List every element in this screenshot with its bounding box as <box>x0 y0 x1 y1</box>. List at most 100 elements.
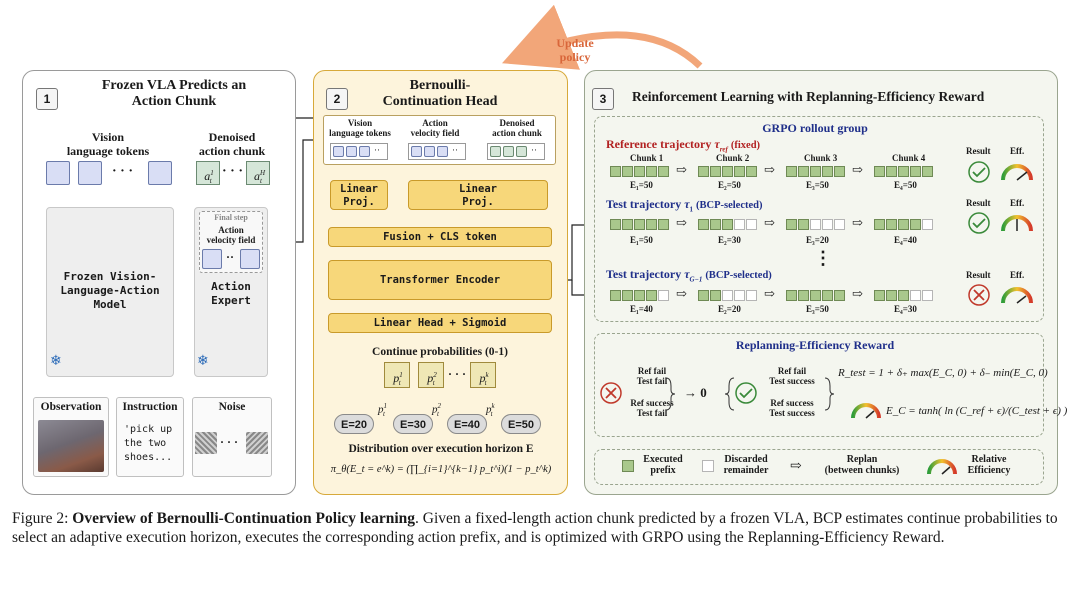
replan-arrow-icon: ⇨ <box>676 162 687 177</box>
test1-e3: E₃=20 <box>806 235 829 245</box>
input-token <box>359 146 370 157</box>
executed-prefix-cell <box>886 219 897 230</box>
ref-e1: E₁=50 <box>630 180 653 190</box>
prob-p1: p1t <box>384 362 410 388</box>
curly-brace <box>824 377 835 411</box>
executed-prefix-cell <box>786 166 797 177</box>
vision-tokens-ellipsis: · · · <box>112 164 134 179</box>
legend-discarded-label: Discarded remainder <box>723 454 769 476</box>
noise-image <box>195 432 217 454</box>
executed-prefix-cell <box>898 290 909 301</box>
velocity-token <box>202 249 222 269</box>
curly-brace <box>724 377 735 411</box>
executed-prefix-cell <box>886 166 897 177</box>
test1-trajectory-label: Test trajectory τ1 (BCP-selected) <box>606 197 763 214</box>
discarded-remainder-cell <box>746 219 757 230</box>
input-token <box>437 146 448 157</box>
discarded-remainder-cell <box>822 219 833 230</box>
cross-icon <box>968 284 990 306</box>
update-policy-arrow <box>501 4 703 70</box>
trajectory-dots: ⋮ <box>814 248 832 268</box>
horizon-node-e30: E=30 <box>393 414 433 434</box>
ref-success-test-fail: Ref success Test fail <box>630 398 674 418</box>
test1-e4: E₄=40 <box>894 235 917 245</box>
input-token-row <box>408 143 466 160</box>
legend-executed-swatch <box>622 460 634 472</box>
executed-prefix-cell <box>646 290 657 301</box>
action-velocity-label: Action velocity field <box>206 225 256 245</box>
legend-executed-label: Executed prefix <box>643 454 683 476</box>
ref-e2: E₂=50 <box>718 180 741 190</box>
horizon-node-e20: E=20 <box>334 414 374 434</box>
replan-arrow-icon: ⇨ <box>852 286 863 301</box>
discarded-remainder-cell <box>658 290 669 301</box>
input-token-ellipsis: ·· <box>452 145 458 155</box>
noise-label: Noise <box>218 401 246 413</box>
executed-prefix-cell <box>898 219 909 230</box>
input-token-ellipsis: ·· <box>531 145 537 155</box>
replan-arrow-icon: ⇨ <box>764 162 775 177</box>
action-token-first: a1t <box>196 161 220 185</box>
executed-prefix-cell <box>610 166 621 177</box>
observation-label: Observation <box>40 401 102 413</box>
replan-arrow-icon: ⇨ <box>790 459 802 474</box>
horizon-node-e50: E=50 <box>501 414 541 434</box>
replan-arrow-icon: ⇨ <box>676 215 687 230</box>
executed-prefix-cell <box>786 219 797 230</box>
input-denoised-label: Denoised action chunk <box>492 118 542 138</box>
testG-e4: E₄=30 <box>894 304 917 314</box>
panel2-number: 2 <box>326 88 348 110</box>
executed-prefix-cell <box>886 290 897 301</box>
executed-prefix-cell <box>798 166 809 177</box>
executed-prefix-cell <box>834 290 845 301</box>
distribution-label: Distribution over execution horizon E <box>348 443 534 455</box>
figure-caption: Figure 2: Overview of Bernoulli-Continua… <box>12 510 1058 546</box>
gauge-icon <box>1001 164 1033 181</box>
velocity-token <box>240 249 260 269</box>
reward-formula: R_test = 1 + δ₊ max(E_C, 0) + δ₋ min(E_C… <box>838 367 1048 379</box>
vision-tokens-label: Vision language tokens <box>66 130 150 158</box>
discarded-remainder-cell <box>722 290 733 301</box>
zero-reward: → 0 <box>684 385 707 400</box>
input-token <box>411 146 422 157</box>
executed-prefix-cell <box>722 166 733 177</box>
eff-label: Eff. <box>1010 146 1025 156</box>
reward-title: Replanning-Efficiency Reward <box>735 338 895 352</box>
input-token-row <box>487 143 545 160</box>
executed-prefix-cell <box>658 219 669 230</box>
instruction-label: Instruction <box>122 401 178 413</box>
denoised-chunk-label: Denoised action chunk <box>198 130 266 158</box>
executed-prefix-cell <box>710 290 721 301</box>
executed-prefix-cell <box>922 166 933 177</box>
replan-arrow-icon: ⇨ <box>852 215 863 230</box>
prob-pk: pkt <box>470 362 496 388</box>
executed-prefix-cell <box>810 290 821 301</box>
executed-prefix-cell <box>798 219 809 230</box>
grpo-rollout-group <box>594 116 1044 322</box>
grpo-title: GRPO rollout group <box>762 121 868 135</box>
action-tokens-ellipsis: · · · <box>222 164 244 179</box>
chunk-3-label: Chunk 3 <box>804 153 838 163</box>
executed-prefix-cell <box>610 290 621 301</box>
linear-head-sigmoid-block: Linear Head + Sigmoid <box>328 313 552 333</box>
test1-e2: E₂=30 <box>718 235 741 245</box>
replan-arrow-icon: ⇨ <box>676 286 687 301</box>
executed-prefix-cell <box>898 166 909 177</box>
continue-probs-label: Continue probabilities (0-1) <box>372 346 508 358</box>
executed-prefix-cell <box>698 290 709 301</box>
result-label: Result <box>966 198 991 208</box>
transition-p2: p2t <box>432 402 441 418</box>
snowflake-icon: ❄ <box>50 354 62 369</box>
testG-e1: E₁=40 <box>630 304 653 314</box>
eff-label: Eff. <box>1010 270 1025 280</box>
check-icon <box>968 161 990 183</box>
check-icon <box>735 382 757 404</box>
input-token-ellipsis: ·· <box>374 145 380 155</box>
chunk-2-label: Chunk 2 <box>716 153 750 163</box>
ref-fail-test-success: Ref fail Test success <box>769 366 815 386</box>
instruction-text: 'pick up the two shoes... <box>124 424 173 463</box>
executed-prefix-cell <box>622 166 633 177</box>
discarded-remainder-cell <box>746 290 757 301</box>
result-label: Result <box>966 146 991 156</box>
